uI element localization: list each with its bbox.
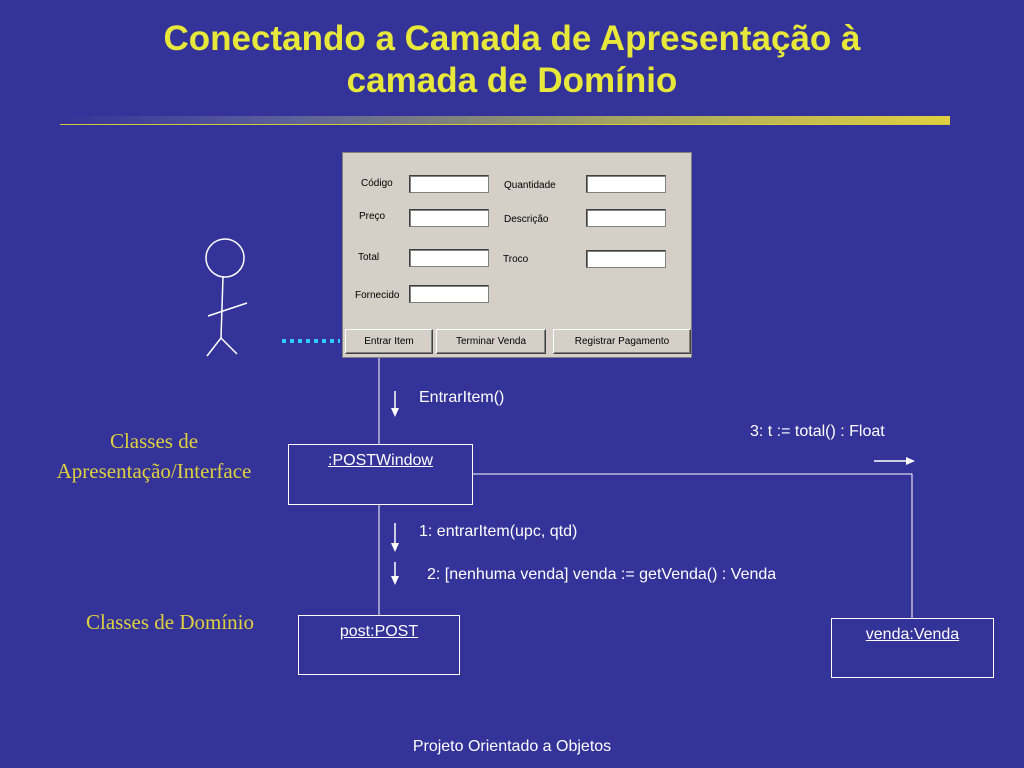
terminar-venda-button[interactable]: Terminar Venda [436, 329, 546, 354]
domain-layer-label: Classes de Domínio [86, 610, 254, 634]
post-label: post:POST [339, 623, 419, 640]
entrar-item-button[interactable]: Entrar Item [345, 329, 433, 354]
label-codigo: Código [361, 178, 393, 189]
label-preco: Preço [359, 211, 386, 222]
arrow-msg2 [391, 562, 399, 585]
message-3: 3: t := total() : Float [750, 423, 885, 440]
preco-input[interactable] [409, 209, 489, 227]
label-quantidade: Quantidade [504, 180, 556, 191]
actor-stick-figure [205, 238, 248, 357]
actor-right-leg [220, 337, 238, 355]
actor-body [220, 276, 224, 339]
total-input[interactable] [409, 249, 489, 267]
codigo-input[interactable] [409, 175, 489, 193]
troco-input[interactable] [586, 250, 666, 268]
message-entrar-item: EntrarItem() [419, 389, 505, 406]
arrow-entrar-item [391, 391, 399, 417]
descricao-input[interactable] [586, 209, 666, 227]
quantidade-input[interactable] [586, 175, 666, 193]
fornecido-input[interactable] [409, 285, 489, 303]
label-descricao: Descrição [504, 214, 549, 225]
arrow-msg1 [391, 523, 399, 552]
title-underline [60, 116, 950, 125]
actor-head [205, 238, 245, 278]
title-line-1: Conectando a Camada de Apresentação à [163, 19, 861, 58]
label-total: Total [358, 252, 380, 263]
message-1: 1: entrarItem(upc, qtd) [419, 523, 578, 540]
post-object: post:POST [298, 615, 460, 675]
label-troco: Troco [503, 254, 529, 265]
registrar-pagamento-button[interactable]: Registrar Pagamento [553, 329, 691, 354]
actor-left-leg [206, 337, 222, 357]
postwindow-object: :POSTWindow [288, 444, 473, 505]
label-fornecido: Fornecido [355, 290, 400, 301]
actor-arms [207, 302, 248, 317]
message-2: 2: [nenhuma venda] venda := getVenda() :… [427, 566, 777, 583]
title-line-2: camada de Domínio [346, 61, 678, 100]
presentation-layer-label: Classes de Apresentação/Interface [14, 426, 294, 486]
slide-title: Conectando a Camada de Apresentação à ca… [0, 18, 1024, 102]
sale-form-window: Código Quantidade Preço Descrição Total … [342, 152, 692, 358]
venda-object: venda:Venda [831, 618, 994, 678]
presentation-layer-line-2: Apresentação/Interface [56, 459, 252, 483]
venda-label: venda:Venda [865, 626, 960, 643]
arrow-msg3 [874, 457, 915, 465]
footer-text: Projeto Orientado a Objetos [412, 738, 612, 755]
presentation-layer-line-1: Classes de [109, 429, 199, 453]
postwindow-label: :POSTWindow [328, 452, 433, 469]
link-postwindow-venda [472, 473, 913, 618]
